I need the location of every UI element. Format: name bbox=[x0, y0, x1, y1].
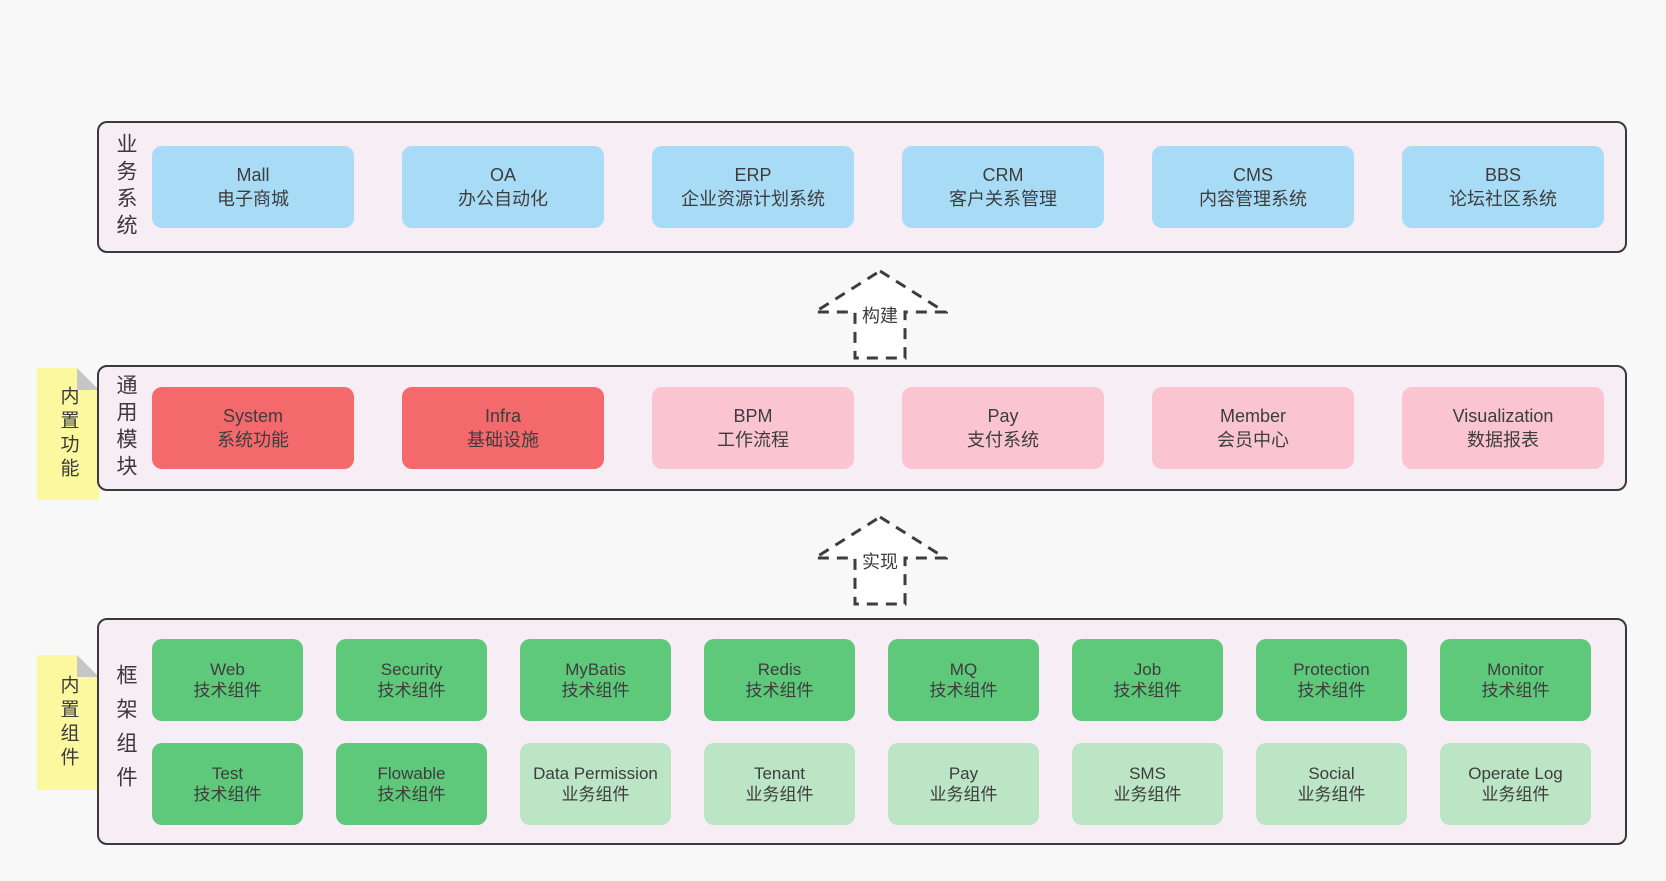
box-tenant: Tenant 业务组件 bbox=[704, 742, 855, 825]
box-crm: CRM 客户关系管理 bbox=[902, 146, 1104, 228]
box-member: Member 会员中心 bbox=[1152, 387, 1354, 469]
box-pay-component: Pay 业务组件 bbox=[888, 742, 1039, 825]
box-infra: Infra 基础设施 bbox=[402, 387, 604, 469]
box-oa: OA 办公自动化 bbox=[402, 146, 604, 228]
module-boxes: System 系统功能 Infra 基础设施 BPM 工作流程 Pay 支付系统… bbox=[152, 367, 1625, 489]
component-row-2: Test 技术组件 Flowable 技术组件 Data Permission … bbox=[152, 742, 1598, 825]
arrow-build-label: 构建 bbox=[862, 306, 898, 326]
box-system: System 系统功能 bbox=[152, 387, 354, 469]
box-data-permission: Data Permission 业务组件 bbox=[520, 742, 671, 825]
box-bpm: BPM 工作流程 bbox=[652, 387, 854, 469]
box-web: Web 技术组件 bbox=[152, 638, 303, 721]
box-sms: SMS 业务组件 bbox=[1072, 742, 1223, 825]
box-mq: MQ 技术组件 bbox=[888, 638, 1039, 721]
box-mall: Mall 电子商城 bbox=[152, 146, 354, 228]
business-boxes: Mall 电子商城 OA 办公自动化 ERP 企业资源计划系统 CRM 客户关系… bbox=[152, 123, 1625, 251]
sticky-note-builtin-components: 内置组件 bbox=[37, 655, 99, 790]
arrow-implement-label: 实现 bbox=[862, 552, 898, 572]
layer-label-components: 框架组件 bbox=[114, 663, 137, 800]
sticky-note-builtin-features: 内置功能 bbox=[37, 368, 99, 500]
box-cms: CMS 内容管理系统 bbox=[1152, 146, 1354, 228]
layer-label-business: 业务系统 bbox=[114, 133, 137, 241]
box-protection: Protection 技术组件 bbox=[1256, 638, 1407, 721]
sticky-note-label: 内置功能 bbox=[57, 386, 79, 482]
layer-label-modules: 通用模块 bbox=[114, 374, 137, 482]
component-row-1: Web 技术组件 Security 技术组件 MyBatis 技术组件 Redi… bbox=[152, 638, 1598, 721]
box-pay-system: Pay 支付系统 bbox=[902, 387, 1104, 469]
box-visualization: Visualization 数据报表 bbox=[1402, 387, 1604, 469]
box-operate-log: Operate Log 业务组件 bbox=[1440, 742, 1591, 825]
box-mybatis: MyBatis 技术组件 bbox=[520, 638, 671, 721]
box-test: Test 技术组件 bbox=[152, 742, 303, 825]
arrow-build-icon: 构建 bbox=[812, 269, 948, 360]
component-rows: Web 技术组件 Security 技术组件 MyBatis 技术组件 Redi… bbox=[152, 620, 1625, 843]
box-social: Social 业务组件 bbox=[1256, 742, 1407, 825]
box-bbs: BBS 论坛社区系统 bbox=[1402, 146, 1604, 228]
arrow-implement-icon: 实现 bbox=[812, 515, 948, 606]
box-erp: ERP 企业资源计划系统 bbox=[652, 146, 854, 228]
box-security: Security 技术组件 bbox=[336, 638, 487, 721]
box-monitor: Monitor 技术组件 bbox=[1440, 638, 1591, 721]
box-job: Job 技术组件 bbox=[1072, 638, 1223, 721]
sticky-note-label: 内置组件 bbox=[57, 674, 79, 771]
layer-framework-components: 框架组件 Web 技术组件 Security 技术组件 MyBatis 技术组件… bbox=[97, 618, 1627, 845]
box-redis: Redis 技术组件 bbox=[704, 638, 855, 721]
layer-business-systems: 业务系统 Mall 电子商城 OA 办公自动化 ERP 企业资源计划系统 CRM… bbox=[97, 121, 1627, 253]
layer-common-modules: 通用模块 System 系统功能 Infra 基础设施 BPM 工作流程 Pay… bbox=[97, 365, 1627, 491]
box-flowable: Flowable 技术组件 bbox=[336, 742, 487, 825]
